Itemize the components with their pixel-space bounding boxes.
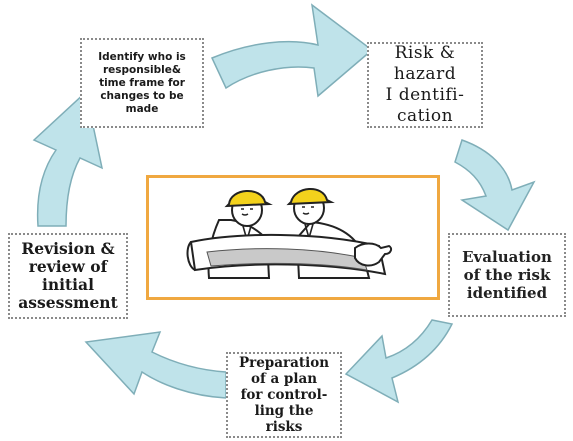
step-identify-responsible: Identify who is responsible& time frame … <box>80 38 204 128</box>
step-preparation-of-plan: Preparation of a plan for control- ling … <box>226 352 342 438</box>
engineers-clipart-frame <box>146 175 440 300</box>
step-revision-review: Revision & review of initial assessment <box>8 233 128 319</box>
arrow-risk-to-evaluation <box>454 139 536 232</box>
arrow-identify-to-risk <box>210 3 374 98</box>
arrow-evaluation-to-preparation <box>344 319 454 404</box>
step-evaluation-of-risk: Evaluation of the risk identified <box>448 233 566 317</box>
step-risk-hazard-identification: Risk & hazard I dentifi- cation <box>367 42 483 128</box>
arrow-preparation-to-revision <box>84 331 227 399</box>
engineers-with-hardhats-icon <box>186 188 393 279</box>
